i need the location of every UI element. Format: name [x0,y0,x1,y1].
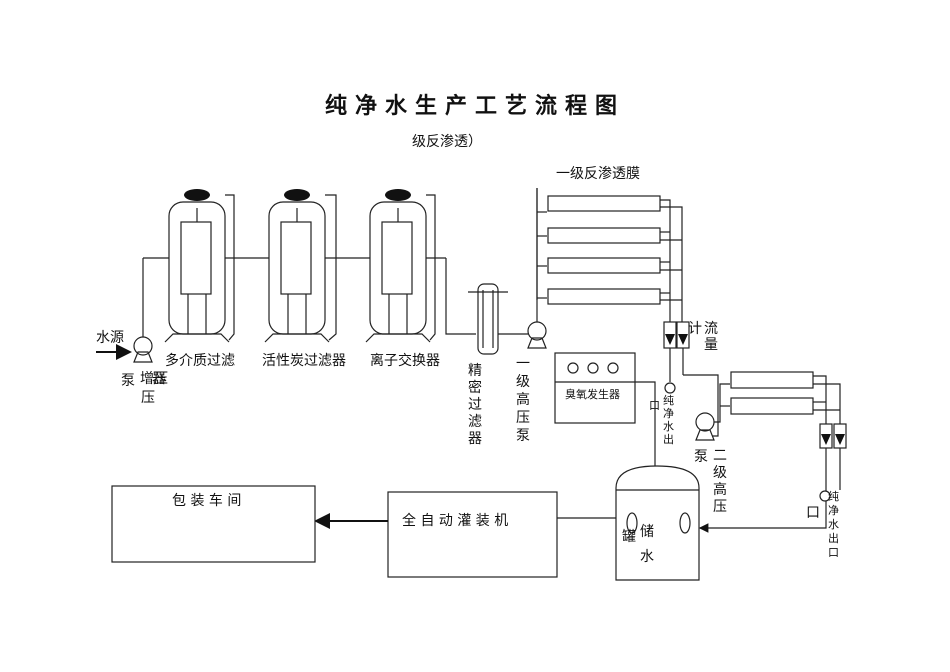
storage-tank-label-a: 储 [640,524,654,540]
booster-pump [133,258,153,363]
storage-tank-label-c: 罐 [622,529,636,545]
booster-pump-label-a: 增压 [140,371,168,387]
svg-text:出: 出 [828,531,839,545]
svg-text:口: 口 [828,546,839,559]
secondary-hp-pump-label-b: 泵 [694,449,708,465]
secondary-ro-membrane-bank [698,371,847,533]
svg-text:量: 量 [704,337,718,353]
booster-pump-label-d: 压 [141,390,155,406]
primary-ro-membrane-label: 一级反渗透膜 [556,166,640,182]
svg-text:级: 级 [516,374,530,390]
svg-text:口: 口 [806,505,820,521]
pure-water-outlet-1-label: 纯 净 水 出 口 [649,394,674,446]
primary-ro-membrane-bank [536,188,683,322]
storage-tank-label-b: 水 [640,549,654,565]
secondary-hp-pump-label: 二 级 高 压 [713,448,727,515]
multi-media-filter-label: 多介质过滤 [165,352,235,369]
activated-carbon-filter-vessel [264,189,337,343]
diagram-subtitle: 级反渗透） [412,134,482,150]
ion-exchanger-vessel [365,189,436,343]
pure-water-outlet-2-label: 纯 净 水 出 口 口 [806,490,839,559]
secondary-hp-pump [695,383,730,441]
svg-text:计: 计 [688,321,702,337]
svg-text:纯: 纯 [663,394,674,407]
svg-text:过: 过 [468,397,482,413]
filling-machine-label: 全 自 动 灌 装 机 [402,512,508,529]
ion-exchanger-label: 离子交换器 [370,352,440,369]
flow-meter-label: 计 流 量 [688,321,718,353]
svg-text:压: 压 [516,410,530,426]
svg-text:二: 二 [713,448,727,464]
svg-text:净: 净 [828,503,839,517]
svg-text:精: 精 [468,363,482,379]
svg-text:水: 水 [663,420,674,433]
svg-text:级: 级 [713,465,727,481]
ozone-generator-label: 臭氧发生器 [565,387,620,401]
svg-text:密: 密 [468,379,482,396]
svg-text:压: 压 [713,499,727,515]
packaging-workshop-box [111,485,316,563]
storage-tank [615,465,700,581]
svg-text:纯: 纯 [828,490,839,503]
packaging-workshop-label: 包 装 车 间 [172,492,241,509]
booster-pump-label-c: 器 [152,371,166,387]
diagram-title: 纯净水生产工艺流程图 [325,93,625,119]
svg-text:一: 一 [516,356,530,372]
booster-pump-label-b: 泵 [121,373,135,389]
svg-text:器: 器 [468,431,482,447]
water-source-label: 水源 [96,330,124,346]
svg-text:流: 流 [704,321,718,337]
pipe-to-secondary-pump [683,374,719,437]
primary-hp-pump-label: 一 级 高 压 泵 [516,356,530,444]
pipe-to-precision-filter [445,258,476,335]
multi-media-filter-vessel [164,189,235,343]
precision-filter [468,283,528,355]
precision-filter-label: 精 密 过 滤 器 [468,363,482,447]
primary-flow-meters [663,321,690,394]
activated-carbon-filter-label: 活性炭过滤器 [262,353,346,369]
svg-text:滤: 滤 [468,414,482,430]
svg-text:出: 出 [663,432,674,446]
ozone-generator [554,352,656,468]
svg-text:水: 水 [828,518,839,531]
svg-text:净: 净 [663,406,674,420]
svg-text:泵: 泵 [516,428,530,444]
filling-machine-box [387,491,558,578]
svg-text:高: 高 [713,481,727,498]
svg-text:高: 高 [516,391,530,408]
